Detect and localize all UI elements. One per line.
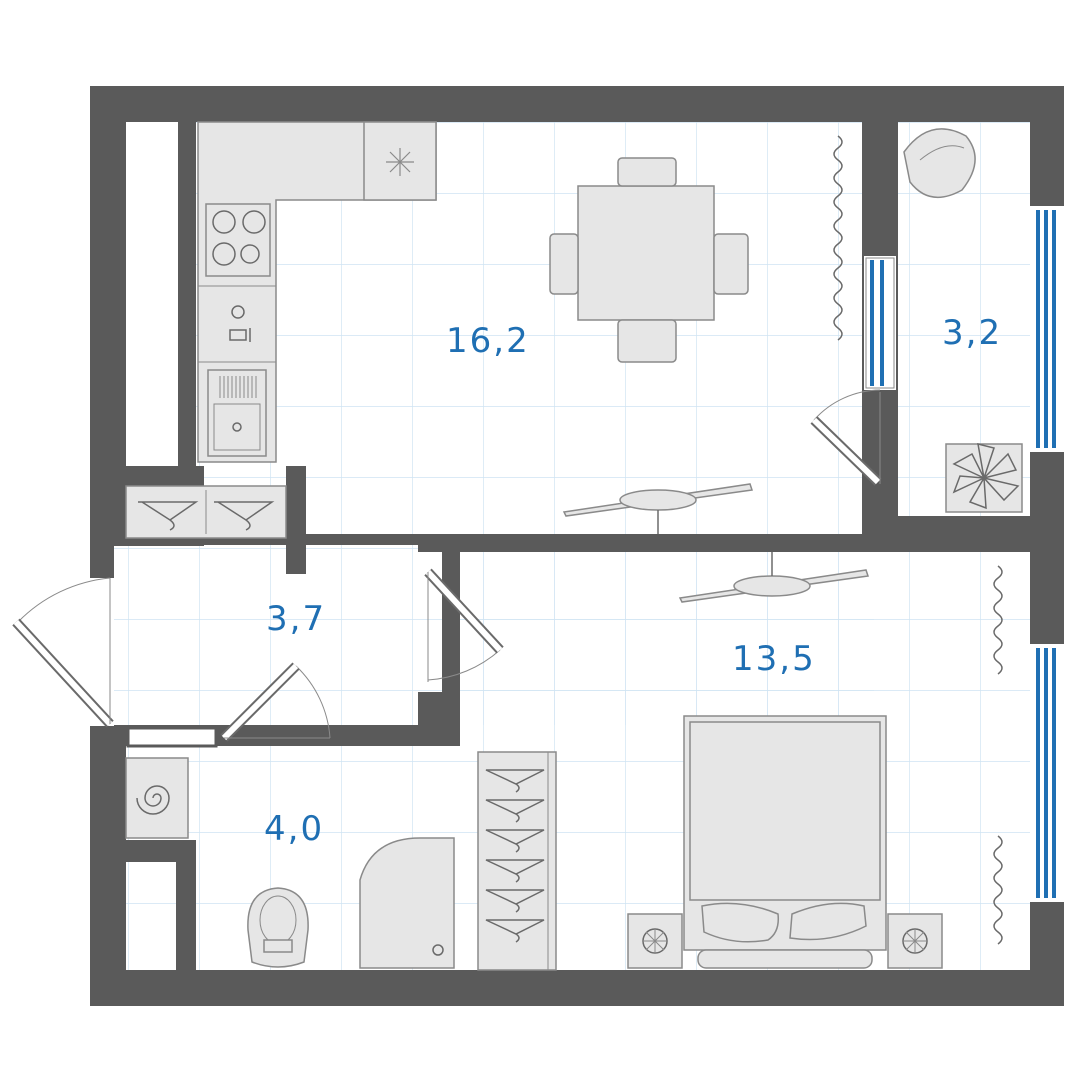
balcony-door-window	[864, 256, 896, 390]
bathroom-door	[126, 662, 331, 748]
balcony-chair	[903, 128, 976, 199]
bed-icon	[683, 715, 887, 969]
refrigerator-icon	[386, 148, 414, 176]
washing-machine-icon	[125, 757, 189, 839]
nightstand-icon	[627, 913, 943, 969]
stove-icon	[212, 210, 266, 266]
kitchen-area-label: 16,2	[446, 321, 530, 361]
bedroom-area-label: 13,5	[732, 639, 816, 679]
dishwasher-icon	[229, 305, 251, 342]
curtain-icon	[833, 135, 1003, 945]
bathroom-area-label: 4,0	[264, 809, 324, 849]
dining-table	[549, 157, 749, 363]
shower-tray	[359, 837, 455, 969]
balcony-area-label: 3,2	[942, 313, 1002, 353]
bedroom-door	[424, 568, 504, 682]
ceiling-lamp-icon	[562, 483, 869, 603]
sink-icon	[207, 369, 267, 457]
balcony-window-right	[1030, 206, 1064, 452]
hallway-wardrobe	[125, 485, 287, 539]
hallway-area-label: 3,7	[266, 599, 326, 639]
balcony-door	[810, 389, 882, 486]
bedroom-wardrobe	[477, 751, 557, 971]
plant-icon	[945, 442, 1023, 513]
toilet-icon	[247, 887, 309, 968]
entrance-door	[12, 577, 114, 728]
bedroom-window	[1030, 644, 1064, 902]
kitchen-counter	[197, 121, 437, 463]
